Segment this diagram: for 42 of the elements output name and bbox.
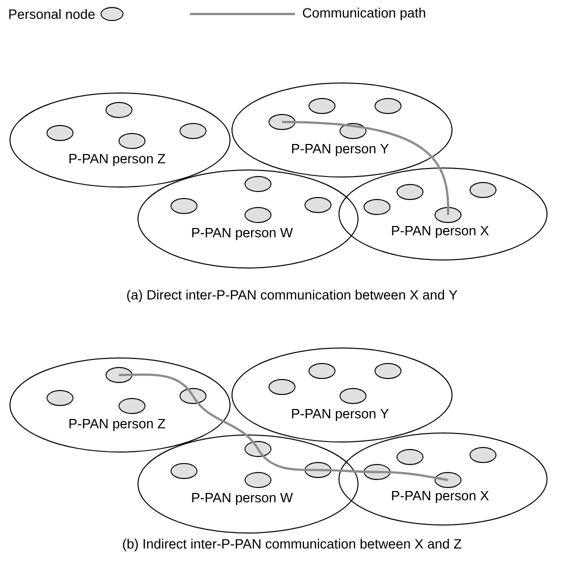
personal-node bbox=[170, 198, 198, 214]
communication-path bbox=[257, 448, 318, 472]
personal-node bbox=[340, 123, 366, 139]
personal-node bbox=[244, 472, 272, 488]
personal-node bbox=[180, 123, 206, 139]
personal-node bbox=[364, 199, 390, 215]
communication-path bbox=[282, 120, 450, 215]
personal-node bbox=[364, 464, 390, 480]
personal-node bbox=[244, 441, 272, 457]
communication-path bbox=[192, 395, 259, 450]
personal-node bbox=[304, 462, 332, 478]
personal-node bbox=[470, 182, 496, 198]
personal-node bbox=[308, 98, 336, 114]
personal-node bbox=[118, 133, 146, 149]
personal-node bbox=[396, 449, 424, 465]
personal-node bbox=[434, 207, 462, 223]
personal-node bbox=[170, 463, 198, 479]
caption: (a) Direct inter-P-PAN communication between X and Y bbox=[127, 290, 458, 302]
personal-node bbox=[46, 390, 74, 406]
personal-node bbox=[46, 125, 74, 141]
personal-node bbox=[268, 379, 296, 395]
personal-node bbox=[396, 184, 424, 200]
personal-node bbox=[340, 388, 366, 404]
personal-node bbox=[434, 472, 462, 488]
legend-text: Personal node bbox=[9, 9, 95, 19]
communication-path bbox=[119, 374, 194, 397]
communication-path bbox=[318, 468, 378, 474]
personal-node bbox=[268, 114, 296, 130]
personal-node bbox=[374, 98, 402, 114]
personal-node bbox=[470, 447, 496, 463]
personal-node bbox=[374, 363, 402, 379]
personal-node bbox=[304, 197, 332, 213]
personal-node bbox=[244, 176, 272, 192]
personal-node bbox=[244, 207, 272, 223]
personal-node bbox=[106, 102, 132, 118]
personal-node bbox=[106, 367, 132, 383]
legend-text: Communication path bbox=[302, 8, 426, 20]
caption: (b) Indirect inter-P-PAN communication between X and Z bbox=[123, 538, 462, 552]
communication-path bbox=[377, 470, 448, 482]
personal-node bbox=[180, 388, 206, 404]
personal-node bbox=[308, 363, 336, 379]
personal-node bbox=[118, 398, 146, 414]
